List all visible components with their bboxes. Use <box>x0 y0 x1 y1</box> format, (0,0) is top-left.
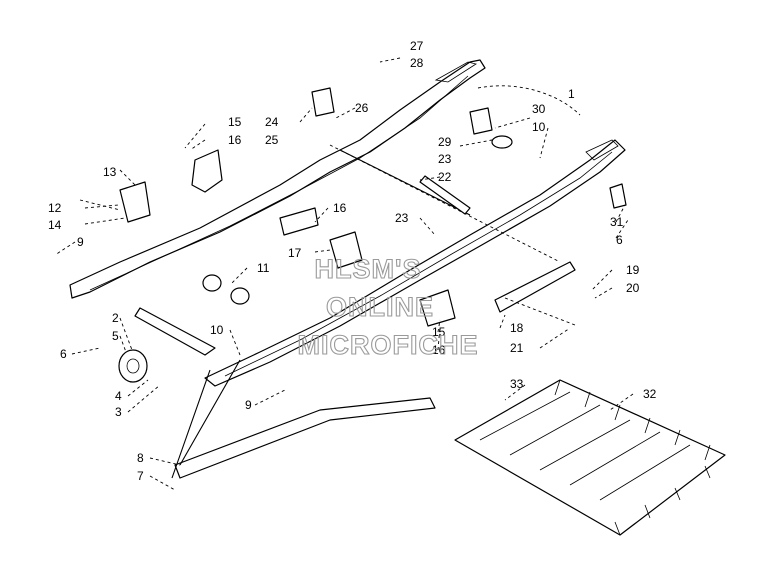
callout-15-lower: 15 <box>432 325 446 339</box>
callout-1: 1 <box>568 87 575 101</box>
callout-20: 20 <box>626 281 640 295</box>
bumper-31 <box>609 183 627 209</box>
bumper-29 <box>469 107 493 135</box>
callout-9-upper: 9 <box>77 235 84 249</box>
callout-33: 33 <box>510 377 524 391</box>
callout-23-lower: 23 <box>395 211 409 225</box>
callout-6-left: 6 <box>60 347 67 361</box>
spacer-30 <box>491 135 513 149</box>
callout-11: 11 <box>257 261 270 275</box>
cross-brace <box>134 307 216 356</box>
callout-6-right: 6 <box>616 233 623 247</box>
callout-17: 17 <box>288 246 302 260</box>
callout-5: 5 <box>112 329 119 343</box>
callout-28: 28 <box>410 56 424 70</box>
callout-29: 29 <box>438 135 452 149</box>
watermark: HLSM'S ONLINE MICROFICHE <box>297 253 479 360</box>
callout-24: 24 <box>265 115 279 129</box>
callout-10-lower: 10 <box>210 323 224 337</box>
callout-9-lower: 9 <box>245 398 252 412</box>
callout-4: 4 <box>115 389 122 403</box>
callout-16-middle: 16 <box>333 201 347 215</box>
callout-21: 21 <box>510 341 524 355</box>
callout-8: 8 <box>137 451 144 465</box>
leader-lines <box>54 57 634 491</box>
watermark-line-1: HLSM'S <box>315 254 422 284</box>
callout-18: 18 <box>510 321 524 335</box>
bracket-small <box>279 207 319 236</box>
callout-7: 7 <box>137 469 144 483</box>
callout-labels: 1 27 28 26 24 25 30 10 29 23 15 16 22 13… <box>48 39 657 483</box>
callout-30: 30 <box>532 102 546 116</box>
hose-clamps <box>202 274 250 305</box>
callout-14: 14 <box>48 218 62 232</box>
bracket-middle <box>329 231 363 269</box>
callout-13: 13 <box>103 165 117 179</box>
lower-rail <box>204 139 626 387</box>
bumper-24 <box>311 87 335 117</box>
callout-2: 2 <box>112 311 119 325</box>
callout-26: 26 <box>355 101 369 115</box>
callout-23-upper: 23 <box>438 152 452 166</box>
slide-bar <box>494 261 576 313</box>
callout-27: 27 <box>410 39 424 53</box>
callout-3: 3 <box>115 405 122 419</box>
callout-32: 32 <box>643 387 657 401</box>
callout-10-upper: 10 <box>532 120 546 134</box>
upper-rail <box>69 59 486 299</box>
callout-25: 25 <box>265 133 279 147</box>
callout-16-lower: 16 <box>432 343 446 357</box>
hyfax-slide <box>174 397 436 479</box>
callout-15-upper: 15 <box>228 115 242 129</box>
shock-mount <box>79 181 151 223</box>
callout-19: 19 <box>626 263 640 277</box>
idler-wheel <box>118 349 148 383</box>
bracket-lower <box>419 289 456 327</box>
bracket-upper <box>191 149 223 193</box>
callout-12: 12 <box>48 201 62 215</box>
watermark-line-2: ONLINE <box>326 292 434 322</box>
callout-22: 22 <box>438 170 452 184</box>
watermark-line-3: MICROFICHE <box>298 330 479 360</box>
callout-16-upper: 16 <box>228 133 242 147</box>
callout-31: 31 <box>610 215 624 229</box>
track-assembly <box>454 379 726 536</box>
